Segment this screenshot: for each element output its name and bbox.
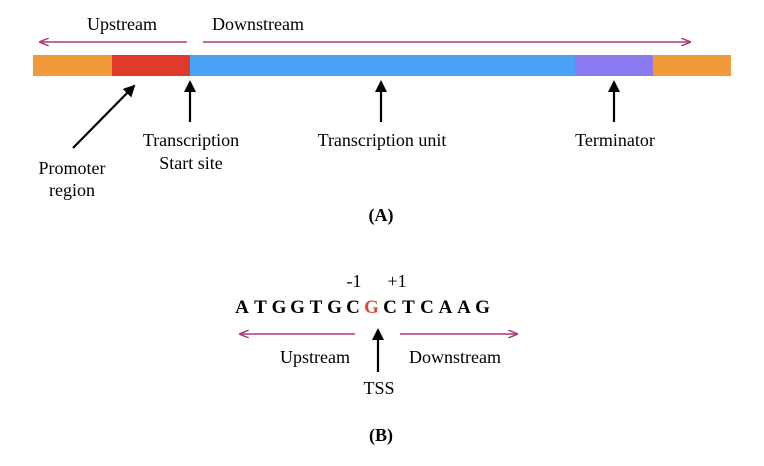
segment-terminator <box>575 55 653 76</box>
panel-a: Upstream Downstream Promoter region Tran… <box>33 14 731 226</box>
caption-a: (A) <box>369 205 394 226</box>
dna-base: A <box>439 297 453 318</box>
tss-label: TSS <box>363 378 394 398</box>
plus-one-label: +1 <box>387 271 406 291</box>
dna-base: C <box>346 297 360 318</box>
downstream-label-b: Downstream <box>409 347 501 367</box>
tss-base-highlighted: G <box>364 297 379 318</box>
tss-label-line2: Start site <box>159 153 223 173</box>
segment-flank-left <box>33 55 112 76</box>
dna-base: G <box>272 297 287 318</box>
dna-base: A <box>457 297 471 318</box>
downstream-label-a: Downstream <box>212 14 304 34</box>
minus-one-label: -1 <box>347 271 362 291</box>
dna-base: T <box>402 297 415 318</box>
unit-label: Transcription unit <box>318 130 447 150</box>
dna-base: G <box>290 297 305 318</box>
caption-b: (B) <box>369 425 393 446</box>
upstream-label-b: Upstream <box>280 347 350 367</box>
dna-base: T <box>254 297 267 318</box>
promoter-label: Promoter <box>39 158 106 178</box>
promoter-arrow <box>72 84 136 149</box>
promoter-label-line2: region <box>49 180 95 200</box>
dna-base: A <box>235 297 249 318</box>
dna-base: G <box>475 297 490 318</box>
segment-flank-right <box>653 55 731 76</box>
dna-base: G <box>327 297 342 318</box>
tss-label-line1: Transcription <box>143 130 239 150</box>
segment-transcription-unit <box>190 55 575 76</box>
dna-base: T <box>310 297 323 318</box>
terminator-label: Terminator <box>575 130 655 150</box>
upstream-label-a: Upstream <box>87 14 157 34</box>
segment-promoter <box>112 55 190 76</box>
dna-base: C <box>383 297 397 318</box>
dna-base: C <box>420 297 434 318</box>
